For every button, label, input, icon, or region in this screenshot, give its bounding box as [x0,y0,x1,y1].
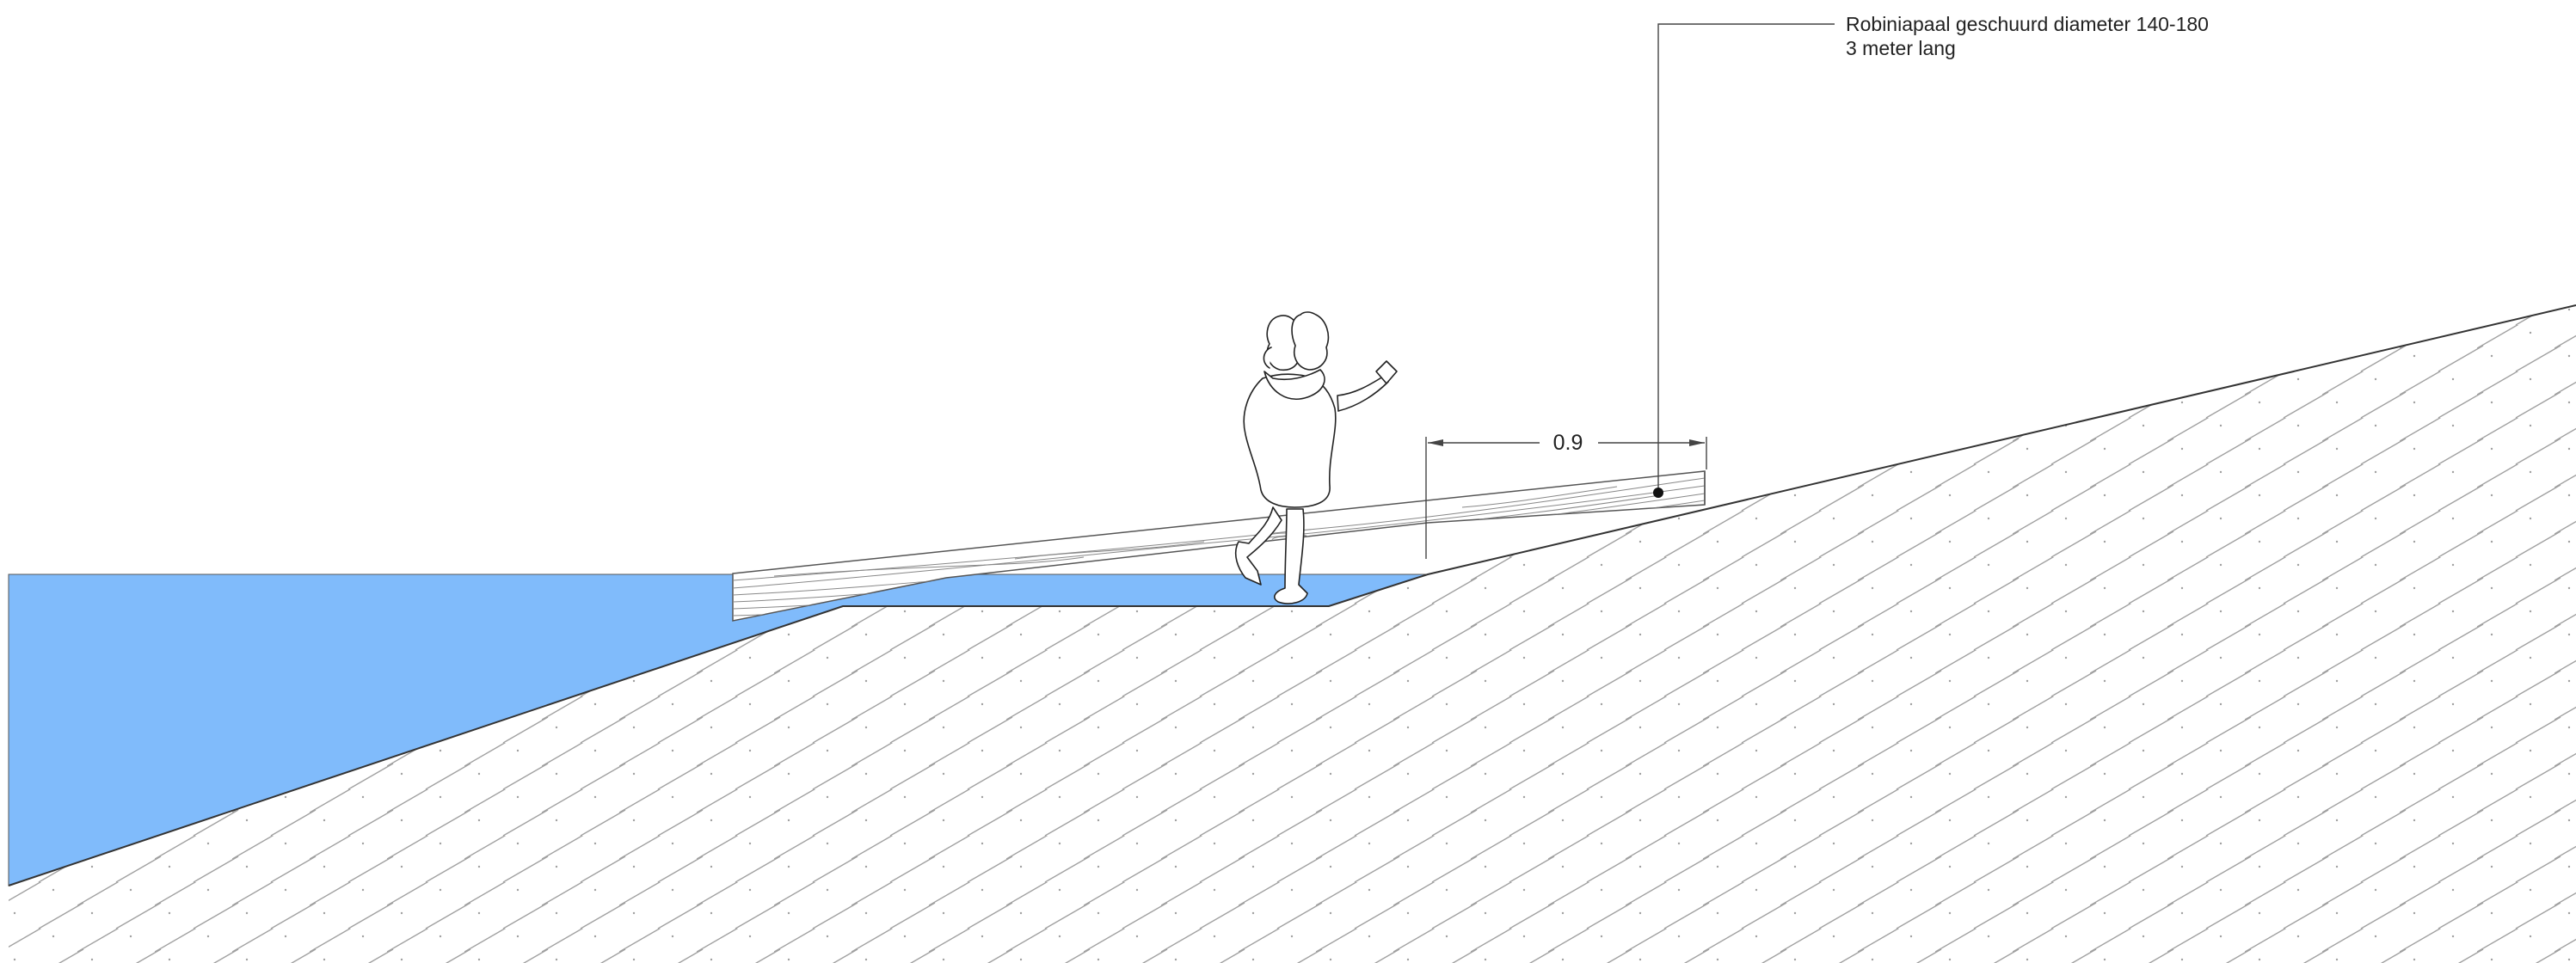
leader-line [1657,23,1835,493]
dimension-arrow-left [1428,439,1443,446]
dimension-value: 0.9 [1553,431,1583,455]
dimension-line [1425,437,1707,559]
soil-embankment [9,305,2576,963]
child-walking-icon [1234,311,1398,604]
ground-profile-line [8,304,2576,886]
annotation-line-2: 3 meter lang [1846,37,1956,59]
leader-dot-icon [1653,488,1663,498]
annotation-line-1: Robiniapaal geschuurd diameter 140-180 [1846,13,2209,35]
dimension-arrow-right [1689,439,1705,446]
